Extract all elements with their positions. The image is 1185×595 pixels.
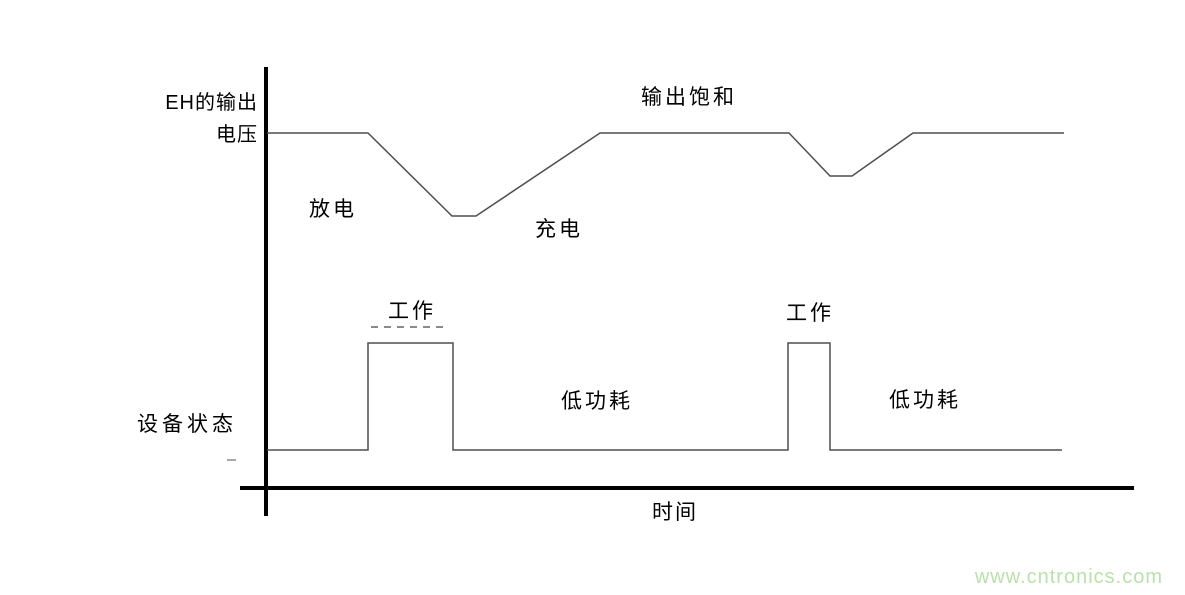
annotation-work-2: 工作 bbox=[786, 302, 834, 325]
annotation-discharge: 放电 bbox=[309, 198, 357, 221]
y-axis-label-line2: 电压 bbox=[216, 124, 258, 146]
annotation-low-power-1: 低功耗 bbox=[561, 390, 633, 413]
y-axis-label-line1: EH的输出 bbox=[165, 92, 258, 114]
annotation-work-1: 工作 bbox=[388, 300, 436, 323]
annotation-low-power-2: 低功耗 bbox=[889, 389, 961, 412]
voltage-waveform bbox=[267, 132, 1064, 217]
device-state-waveform bbox=[267, 342, 1062, 451]
y-axis-label-device-state: 设备状态 bbox=[137, 413, 237, 436]
annotation-output-saturation: 输出饱和 bbox=[641, 86, 737, 109]
y-axis-label-voltage: EH的输出 电压 bbox=[128, 87, 258, 151]
x-axis-label-time: 时间 bbox=[652, 501, 698, 524]
site-watermark: www.cntronics.com bbox=[974, 566, 1163, 588]
annotation-charge: 充电 bbox=[535, 218, 583, 241]
